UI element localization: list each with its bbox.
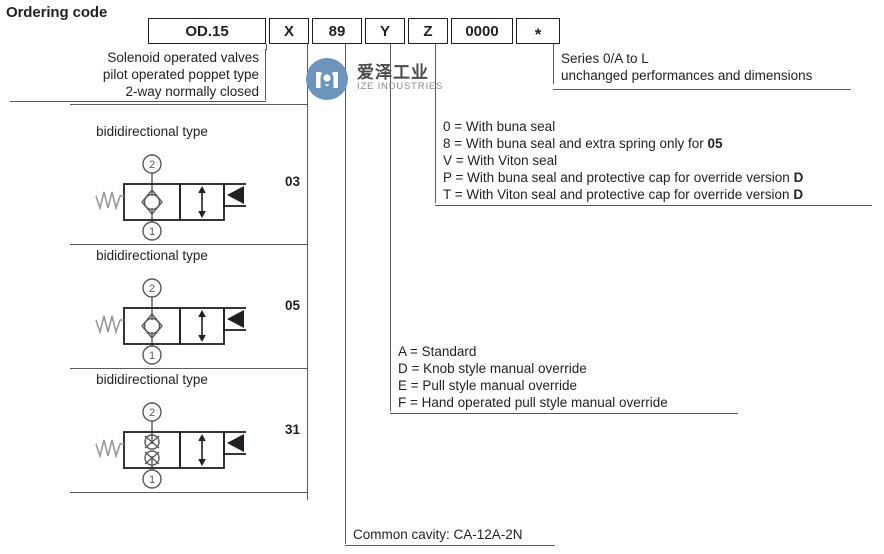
valve-symbol-05: 2 1 xyxy=(95,278,246,365)
series-line-2: unchanged performances and dimensions xyxy=(561,68,813,83)
leader-line-override xyxy=(390,44,392,350)
svg-text:1: 1 xyxy=(149,350,155,362)
valve-row-divider-2 xyxy=(70,368,308,370)
code-box-type[interactable]: X xyxy=(269,18,309,44)
code-box-override[interactable]: Y xyxy=(365,18,405,44)
code-box-series[interactable]: * xyxy=(516,18,560,44)
override-options-underline xyxy=(390,413,738,415)
description-block: Solenoid operated valves pilot operated … xyxy=(18,49,266,100)
watermark-cn-text: 爱泽工业 xyxy=(357,63,429,83)
description-line-2: pilot operated poppet type xyxy=(102,67,259,82)
valve-code-05: 05 xyxy=(284,298,300,313)
watermark-en-text: IZE INDUSTRIES xyxy=(357,81,444,92)
seal-option-text: V = With Viton seal xyxy=(443,153,558,168)
series-block: Series 0/A to L unchanged performances a… xyxy=(553,50,851,84)
leader-line-model xyxy=(266,44,268,50)
code-box-model-label: OD.15 xyxy=(185,22,229,40)
valve-code-31: 31 xyxy=(284,422,300,437)
valve-row-divider-1 xyxy=(70,244,308,246)
valve-caption-31: bididirectional type xyxy=(96,372,208,387)
seal-option-item: V = With Viton seal xyxy=(443,152,835,169)
seal-option-text: 0 = With buna seal xyxy=(443,119,556,134)
code-box-series-label: * xyxy=(534,25,542,44)
valve-symbol-31: 2 1 xyxy=(95,402,246,489)
valve-symbol-03: 2 1 xyxy=(95,154,246,241)
valve-caption-03: bididirectional type xyxy=(96,124,208,139)
valve-symbol-table: bididirectional type 03 2 1 xyxy=(8,104,308,500)
seal-option-text: T = With Viton seal and protective cap f… xyxy=(443,187,794,202)
valve-row-03: bididirectional type 03 2 1 xyxy=(8,120,308,244)
override-option-item: D = Knob style manual override xyxy=(398,361,587,376)
code-box-seal-label: Z xyxy=(423,22,433,40)
valve-caption-05: bididirectional type xyxy=(96,248,208,263)
seal-option-bold: 05 xyxy=(707,136,723,151)
description-line-1: Solenoid operated valves xyxy=(107,50,259,65)
company-logo-icon xyxy=(306,58,348,100)
override-option-item: E = Pull style manual override xyxy=(398,378,577,393)
valve-code-03: 03 xyxy=(284,174,300,189)
svg-text:1: 1 xyxy=(149,474,155,486)
code-box-size[interactable]: 89 xyxy=(312,18,362,44)
code-box-voltage[interactable]: 0000 xyxy=(451,18,513,44)
seal-option-text: 8 = With buna seal and extra spring only… xyxy=(443,136,708,151)
override-options-block: A = Standard D = Knob style manual overr… xyxy=(390,343,740,411)
code-box-voltage-label: 0000 xyxy=(465,22,499,40)
description-line-3: 2-way normally closed xyxy=(125,84,259,99)
valve-row-05: bididirectional type 05 2 1 xyxy=(8,244,308,368)
page-title: Ordering code xyxy=(6,4,108,21)
seal-option-item: 0 = With buna seal xyxy=(443,118,835,135)
code-box-type-label: X xyxy=(283,22,294,40)
svg-text:2: 2 xyxy=(149,407,155,419)
leader-line-type xyxy=(307,44,309,500)
valve-table-bottom-divider xyxy=(70,492,308,494)
code-box-seal[interactable]: Z xyxy=(408,18,448,44)
seal-option-item: 8 = With buna seal and extra spring only… xyxy=(443,135,835,152)
description-underline xyxy=(10,101,266,103)
override-option-item: A = Standard xyxy=(398,344,477,359)
svg-text:2: 2 xyxy=(149,159,155,171)
leader-line-size xyxy=(345,44,347,544)
valve-table-top-divider xyxy=(70,104,308,106)
cavity-text: Common cavity: CA-12A-2N xyxy=(353,527,523,542)
series-line-1: Series 0/A to L xyxy=(561,51,649,66)
override-option-item: F = Hand operated pull style manual over… xyxy=(398,395,668,410)
leader-line-seal xyxy=(435,44,437,125)
svg-text:2: 2 xyxy=(149,283,155,295)
seal-option-text: P = With buna seal and protective cap fo… xyxy=(443,170,794,185)
cavity-block: Common cavity: CA-12A-2N xyxy=(345,526,555,543)
valve-row-31: bididirectional type 31 2 1 xyxy=(8,368,308,492)
leader-line-series xyxy=(553,44,555,52)
code-box-model[interactable]: OD.15 xyxy=(148,18,266,44)
seal-option-item: T = With Viton seal and protective cap f… xyxy=(443,186,835,203)
code-box-size-label: 89 xyxy=(328,22,346,40)
ordering-code-row: OD.15 X 89 Y Z 0000 * xyxy=(148,18,560,44)
seal-option-bold: D xyxy=(793,187,804,202)
seal-options-underline xyxy=(435,205,872,207)
code-box-override-label: Y xyxy=(379,22,390,40)
series-underline xyxy=(553,89,851,91)
seal-option-item: P = With buna seal and protective cap fo… xyxy=(443,169,835,186)
seal-option-bold: D xyxy=(793,170,804,185)
svg-text:1: 1 xyxy=(149,226,155,238)
cavity-underline xyxy=(345,545,555,547)
seal-options-block: 0 = With buna seal 8 = With buna seal an… xyxy=(435,118,835,203)
